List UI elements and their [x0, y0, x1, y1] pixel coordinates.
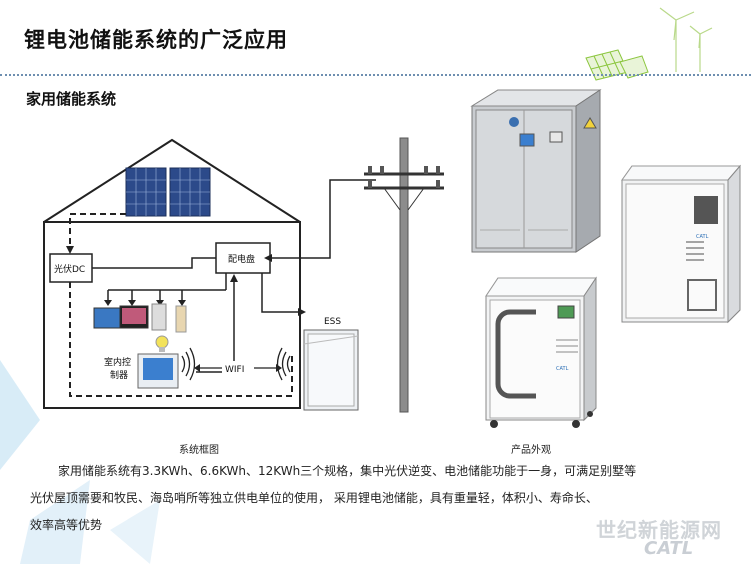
arrow-head — [230, 274, 238, 282]
dc-dashed-lines — [69, 213, 293, 397]
product-wheeled-battery: CATL — [485, 276, 597, 428]
watermark-site: 世纪新能源网 — [596, 518, 722, 542]
arrow-head — [178, 300, 186, 306]
page-title: 锂电池储能系统的广泛应用 — [24, 28, 288, 52]
product-caption: 产品外观 — [511, 445, 551, 456]
house-roof — [43, 138, 301, 223]
wifi-label: WIFI — [225, 365, 244, 375]
title-divider — [0, 74, 751, 76]
arrow-head — [66, 246, 74, 254]
brand-mark: CATL — [696, 234, 709, 240]
monitor-icon — [93, 307, 123, 329]
lightbulb-icon — [155, 335, 169, 352]
description-line: 家用储能系统有3.3KWh、6.6KWh、12KWh三个规格，集中光伏逆变、电池… — [58, 464, 637, 478]
distribution-panel-box — [215, 242, 271, 274]
appliances — [93, 303, 187, 333]
arrow-head — [276, 364, 282, 372]
ess-label: ESS — [324, 317, 341, 327]
controller-label-line1: 室内控 — [104, 356, 131, 368]
controller-label-line2: 制器 — [110, 369, 128, 381]
diagram-caption: 系统框图 — [179, 445, 219, 456]
product-white-battery: CATL — [621, 164, 742, 324]
distribution-panel-label: 配电盘 — [228, 253, 255, 265]
section-subtitle: 家用储能系统 — [26, 90, 117, 108]
description-line: 光伏屋顶需要和牧民、海岛哨所等独立供电单位的使用， 采用锂电池储能，具有重量轻，… — [30, 491, 598, 505]
arrow-head — [156, 300, 164, 306]
arrow-head — [264, 254, 272, 262]
fridge-icon — [151, 303, 167, 331]
wind-turbine-icon — [659, 7, 713, 72]
arrow-head — [128, 300, 136, 306]
description-text: 家用储能系统有3.3KWh、6.6KWh、12KWh三个规格，集中光伏逆变、电池… — [30, 458, 730, 539]
arrow-head — [298, 308, 306, 316]
pv-dc-box — [49, 253, 93, 283]
wifi-signal-icon — [181, 347, 291, 381]
svg-text:CATL: CATL — [556, 366, 569, 372]
solar-panels — [125, 167, 211, 217]
pv-dc-label: 光伏DC — [54, 263, 85, 275]
decor-triangle — [0, 360, 40, 470]
decor-triangle — [20, 480, 90, 564]
controller-screen — [143, 358, 173, 380]
tv-screen — [122, 308, 146, 324]
product-large-cabinet — [470, 89, 602, 253]
description-line: 效率高等优势 — [30, 518, 103, 532]
utility-pole — [364, 137, 444, 413]
arrow-head — [194, 364, 200, 372]
lamp-icon — [175, 305, 187, 333]
watermark-logo: CATL — [644, 538, 694, 559]
solar-panel-icon — [585, 49, 649, 81]
arrow-head — [104, 300, 112, 306]
decor-triangle — [110, 500, 160, 564]
